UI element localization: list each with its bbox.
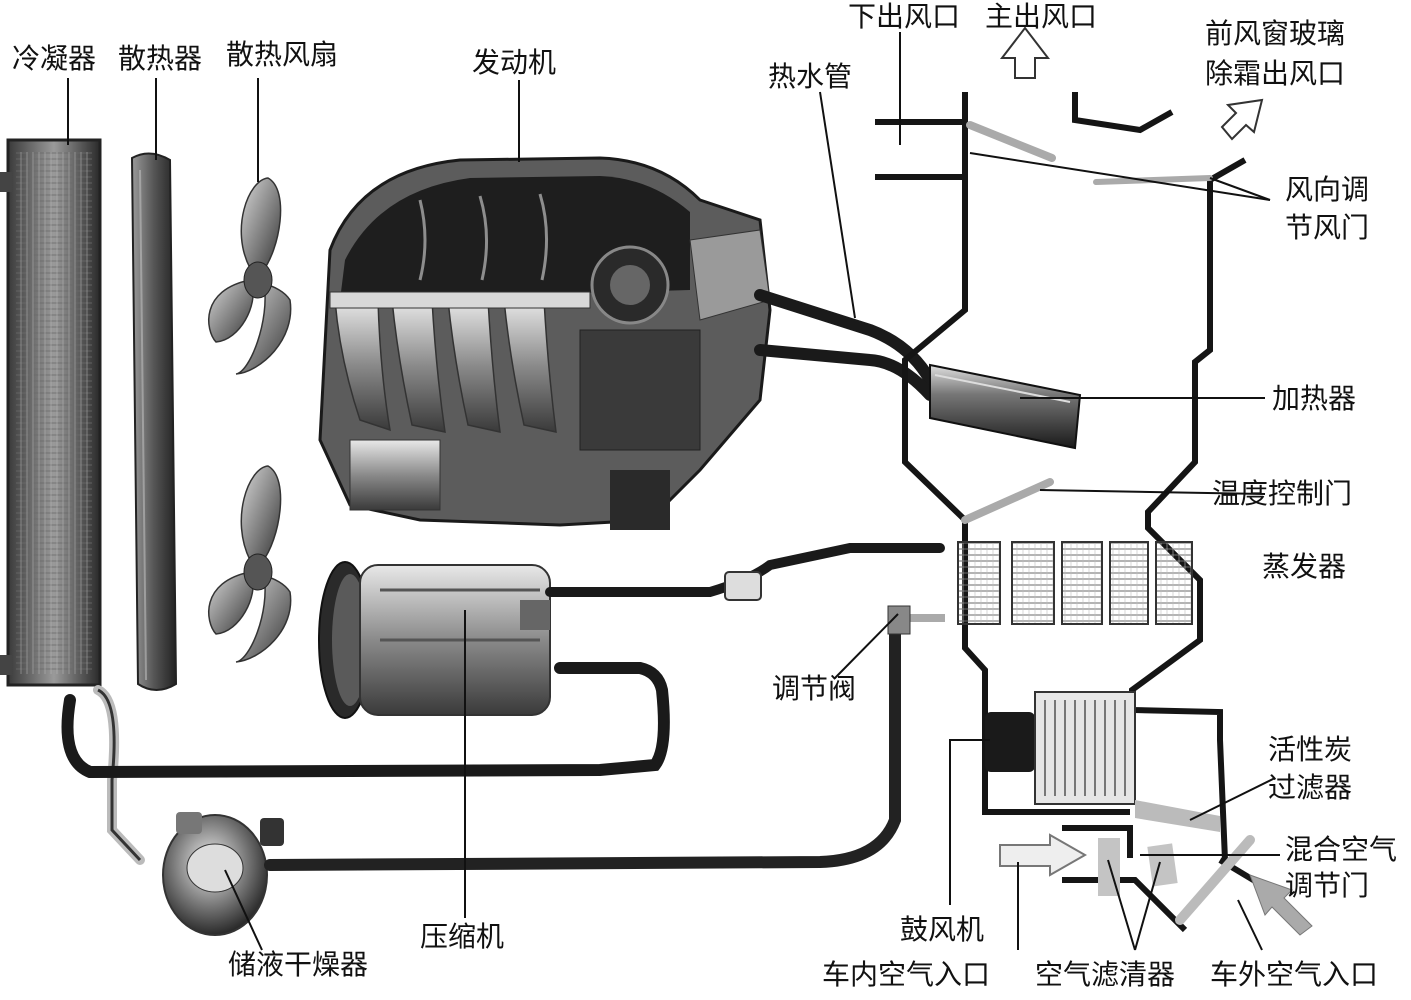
label-outer-air-inlet: 车外空气入口: [1210, 958, 1379, 991]
label-air-direction-door-line2: 节风门: [1285, 211, 1370, 244]
label-carbon-filter-line2: 过滤器: [1268, 771, 1353, 804]
label-carbon-filter-line1: 活性炭: [1268, 733, 1353, 766]
label-air-filter: 空气滤清器: [1035, 958, 1176, 991]
temperature-control-door: [961, 478, 1054, 524]
compressor: [318, 561, 551, 719]
condenser: [0, 138, 102, 687]
label-hot-water-pipe: 热水管: [768, 60, 853, 93]
label-mix-air-door-line2: 调节门: [1285, 869, 1370, 902]
label-inner-air-inlet: 车内空气入口: [822, 958, 991, 991]
label-defrost-outlet-line1: 前风窗玻璃: [1205, 17, 1346, 50]
mix-air-door: [1175, 835, 1255, 925]
radiator: [130, 152, 178, 691]
label-mix-air-door-line1: 混合空气: [1285, 833, 1398, 866]
label-expansion-valve: 调节阀: [772, 672, 857, 705]
label-lower-outlet: 下出风口: [848, 0, 961, 33]
label-blower: 鼓风机: [900, 913, 985, 946]
label-temperature-control-door: 温度控制门: [1212, 477, 1353, 510]
label-evaporator: 蒸发器: [1262, 550, 1347, 583]
receiver-drier: [162, 812, 284, 936]
leader-lines: [67, 32, 1280, 951]
label-engine: 发动机: [472, 46, 557, 79]
label-receiver-drier: 储液干燥器: [228, 948, 369, 981]
label-condenser: 冷凝器: [12, 42, 97, 75]
cooling-fan-upper: [207, 177, 292, 375]
blower: [985, 691, 1136, 805]
label-main-outlet: 主出风口: [985, 0, 1098, 33]
cooling-fan-lower: [207, 465, 292, 663]
label-air-direction-door-line1: 风向调: [1285, 173, 1370, 206]
label-radiator: 散热器: [118, 42, 203, 75]
label-cooling-fan: 散热风扇: [226, 38, 339, 71]
heater-core: [929, 363, 1082, 450]
engine: [318, 156, 772, 530]
label-heater: 加热器: [1272, 382, 1357, 415]
evaporator: [957, 541, 1193, 625]
label-compressor: 压缩机: [420, 920, 505, 953]
carbon-filter: [1135, 800, 1220, 832]
air-direction-doors: [966, 121, 1213, 185]
refrigerant-lines: [61, 289, 945, 871]
airflow-arrows: [999, 26, 1313, 936]
label-defrost-outlet-line2: 除霜出风口: [1205, 57, 1346, 90]
